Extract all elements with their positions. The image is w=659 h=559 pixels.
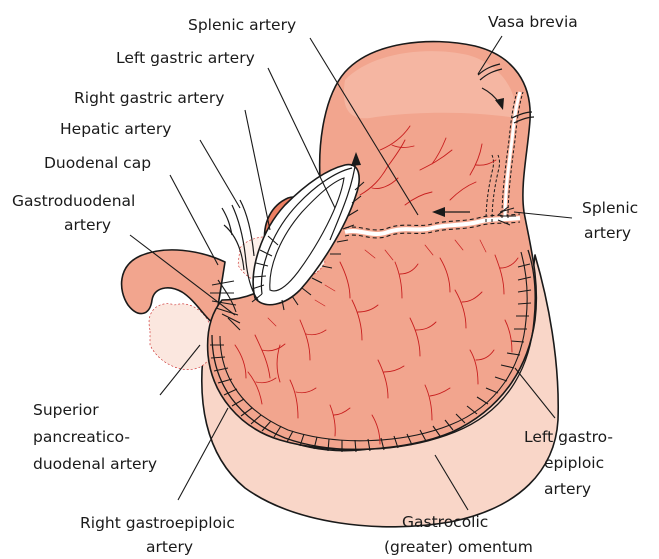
label-splenic-right-line1: Splenic [582, 199, 638, 217]
label-gastrocolic-line2: (greater) omentum [384, 538, 533, 556]
label-left-gastro-line1: Left gastro- [524, 428, 613, 446]
label-duodenal-cap: Duodenal cap [44, 154, 151, 172]
label-gastrocolic-line1: Gastrocolic [402, 513, 488, 531]
label-left-gastro-line2: epiploic [544, 454, 604, 472]
label-gastroduodenal-line1: Gastroduodenal [12, 192, 135, 210]
label-superior-line1: Superior [33, 401, 99, 419]
label-superior-line3: duodenal artery [33, 455, 157, 473]
label-splenic-right-line2: artery [584, 224, 631, 242]
label-right-gastro-line2: artery [146, 538, 193, 556]
label-splenic-artery-top: Splenic artery [188, 16, 296, 34]
label-vasa-brevia: Vasa brevia [488, 13, 578, 31]
label-left-gastric-artery: Left gastric artery [116, 49, 255, 67]
label-gastroduodenal-line2: artery [64, 216, 111, 234]
label-left-gastro-line3: artery [544, 480, 591, 498]
label-superior-line2: pancreatico- [33, 428, 130, 446]
label-hepatic-artery: Hepatic artery [60, 120, 171, 138]
label-right-gastro-line1: Right gastroepiploic [80, 514, 235, 532]
label-right-gastric-artery: Right gastric artery [74, 89, 224, 107]
